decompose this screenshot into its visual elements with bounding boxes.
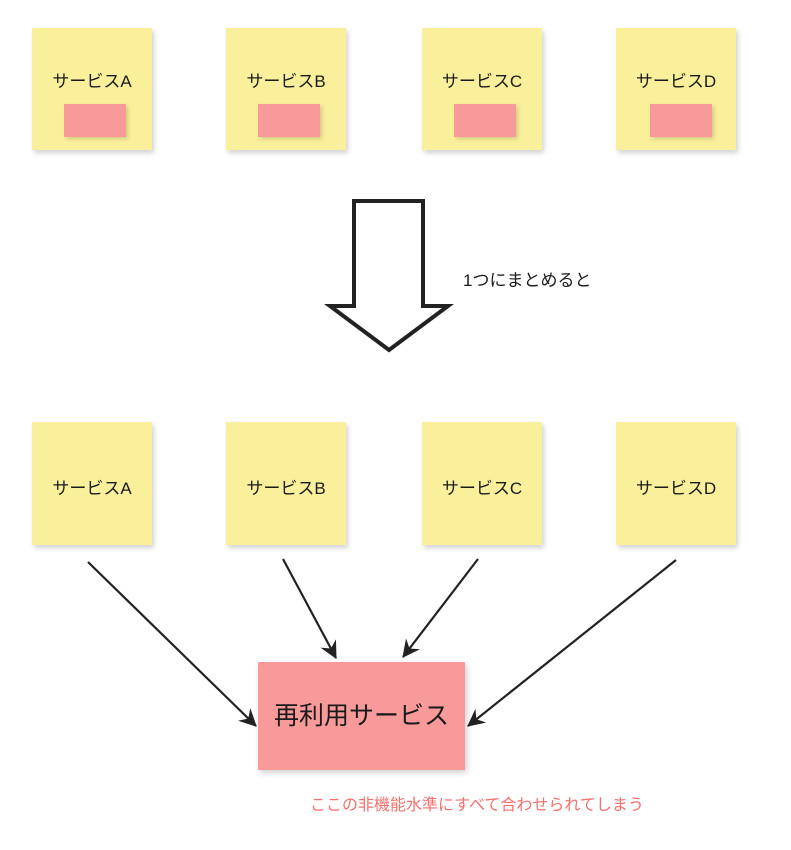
sticky-note-label: サービスB	[246, 479, 326, 498]
nonfunctional-block	[454, 104, 516, 137]
sticky-note-label: サービスD	[635, 72, 717, 91]
sticky-note-label: サービスB	[246, 72, 326, 91]
sticky-note-row2-d[interactable]: サービスD	[616, 422, 736, 545]
sticky-note-row1-b[interactable]: サービスB	[226, 28, 346, 150]
sticky-note-label: サービスC	[441, 72, 523, 91]
sticky-note-row2-a[interactable]: サービスA	[32, 422, 152, 545]
reusable-service-label: 再利用サービス	[273, 702, 449, 730]
sticky-note-row1-c[interactable]: サービスC	[422, 28, 542, 150]
sticky-note-row1-d[interactable]: サービスD	[616, 28, 736, 150]
reusable-service-box[interactable]: 再利用サービス	[258, 662, 465, 770]
nonfunctional-warning-caption: ここの非機能水準にすべて合わせられてしまう	[310, 797, 644, 814]
nonfunctional-block	[650, 104, 712, 137]
sticky-note-label: サービスA	[52, 479, 132, 498]
sticky-note-label: サービスA	[52, 72, 132, 91]
merge-arrow-caption: 1つにまとめると	[463, 271, 592, 290]
sticky-note-row1-a[interactable]: サービスA	[32, 28, 152, 150]
nonfunctional-block	[64, 104, 126, 137]
sticky-note-row2-b[interactable]: サービスB	[226, 422, 346, 545]
sticky-note-row2-c[interactable]: サービスC	[422, 422, 542, 545]
sticky-note-label: サービスD	[635, 479, 717, 498]
nonfunctional-block	[258, 104, 320, 137]
sticky-note-label: サービスC	[441, 479, 523, 498]
